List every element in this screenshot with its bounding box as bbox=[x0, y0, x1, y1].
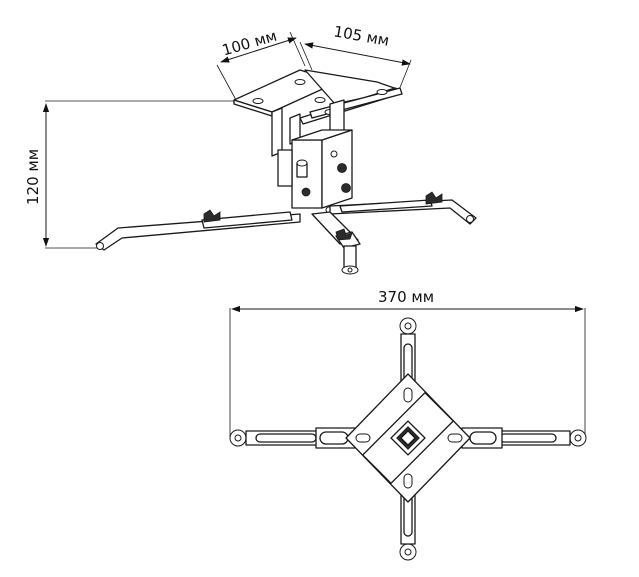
dimension-arrows bbox=[42, 37, 411, 247]
plate-depth-label: 105 мм bbox=[332, 22, 390, 49]
ceiling-plate bbox=[233, 69, 403, 125]
mount-perspective-view: 100 мм 105 мм 120 мм bbox=[24, 22, 477, 275]
bracket-screws bbox=[296, 150, 351, 214]
dimension-extension-lines bbox=[45, 31, 412, 249]
wing-nuts bbox=[203, 191, 443, 241]
mount-plan-view: 370 мм bbox=[229, 288, 587, 561]
span-label: 370 мм bbox=[378, 288, 434, 306]
center-plate bbox=[345, 373, 471, 503]
height-label: 120 мм bbox=[24, 149, 42, 205]
cross-arms bbox=[95, 199, 477, 275]
plate-width-label: 100 мм bbox=[220, 27, 279, 60]
horizontal-arm bbox=[229, 427, 587, 449]
